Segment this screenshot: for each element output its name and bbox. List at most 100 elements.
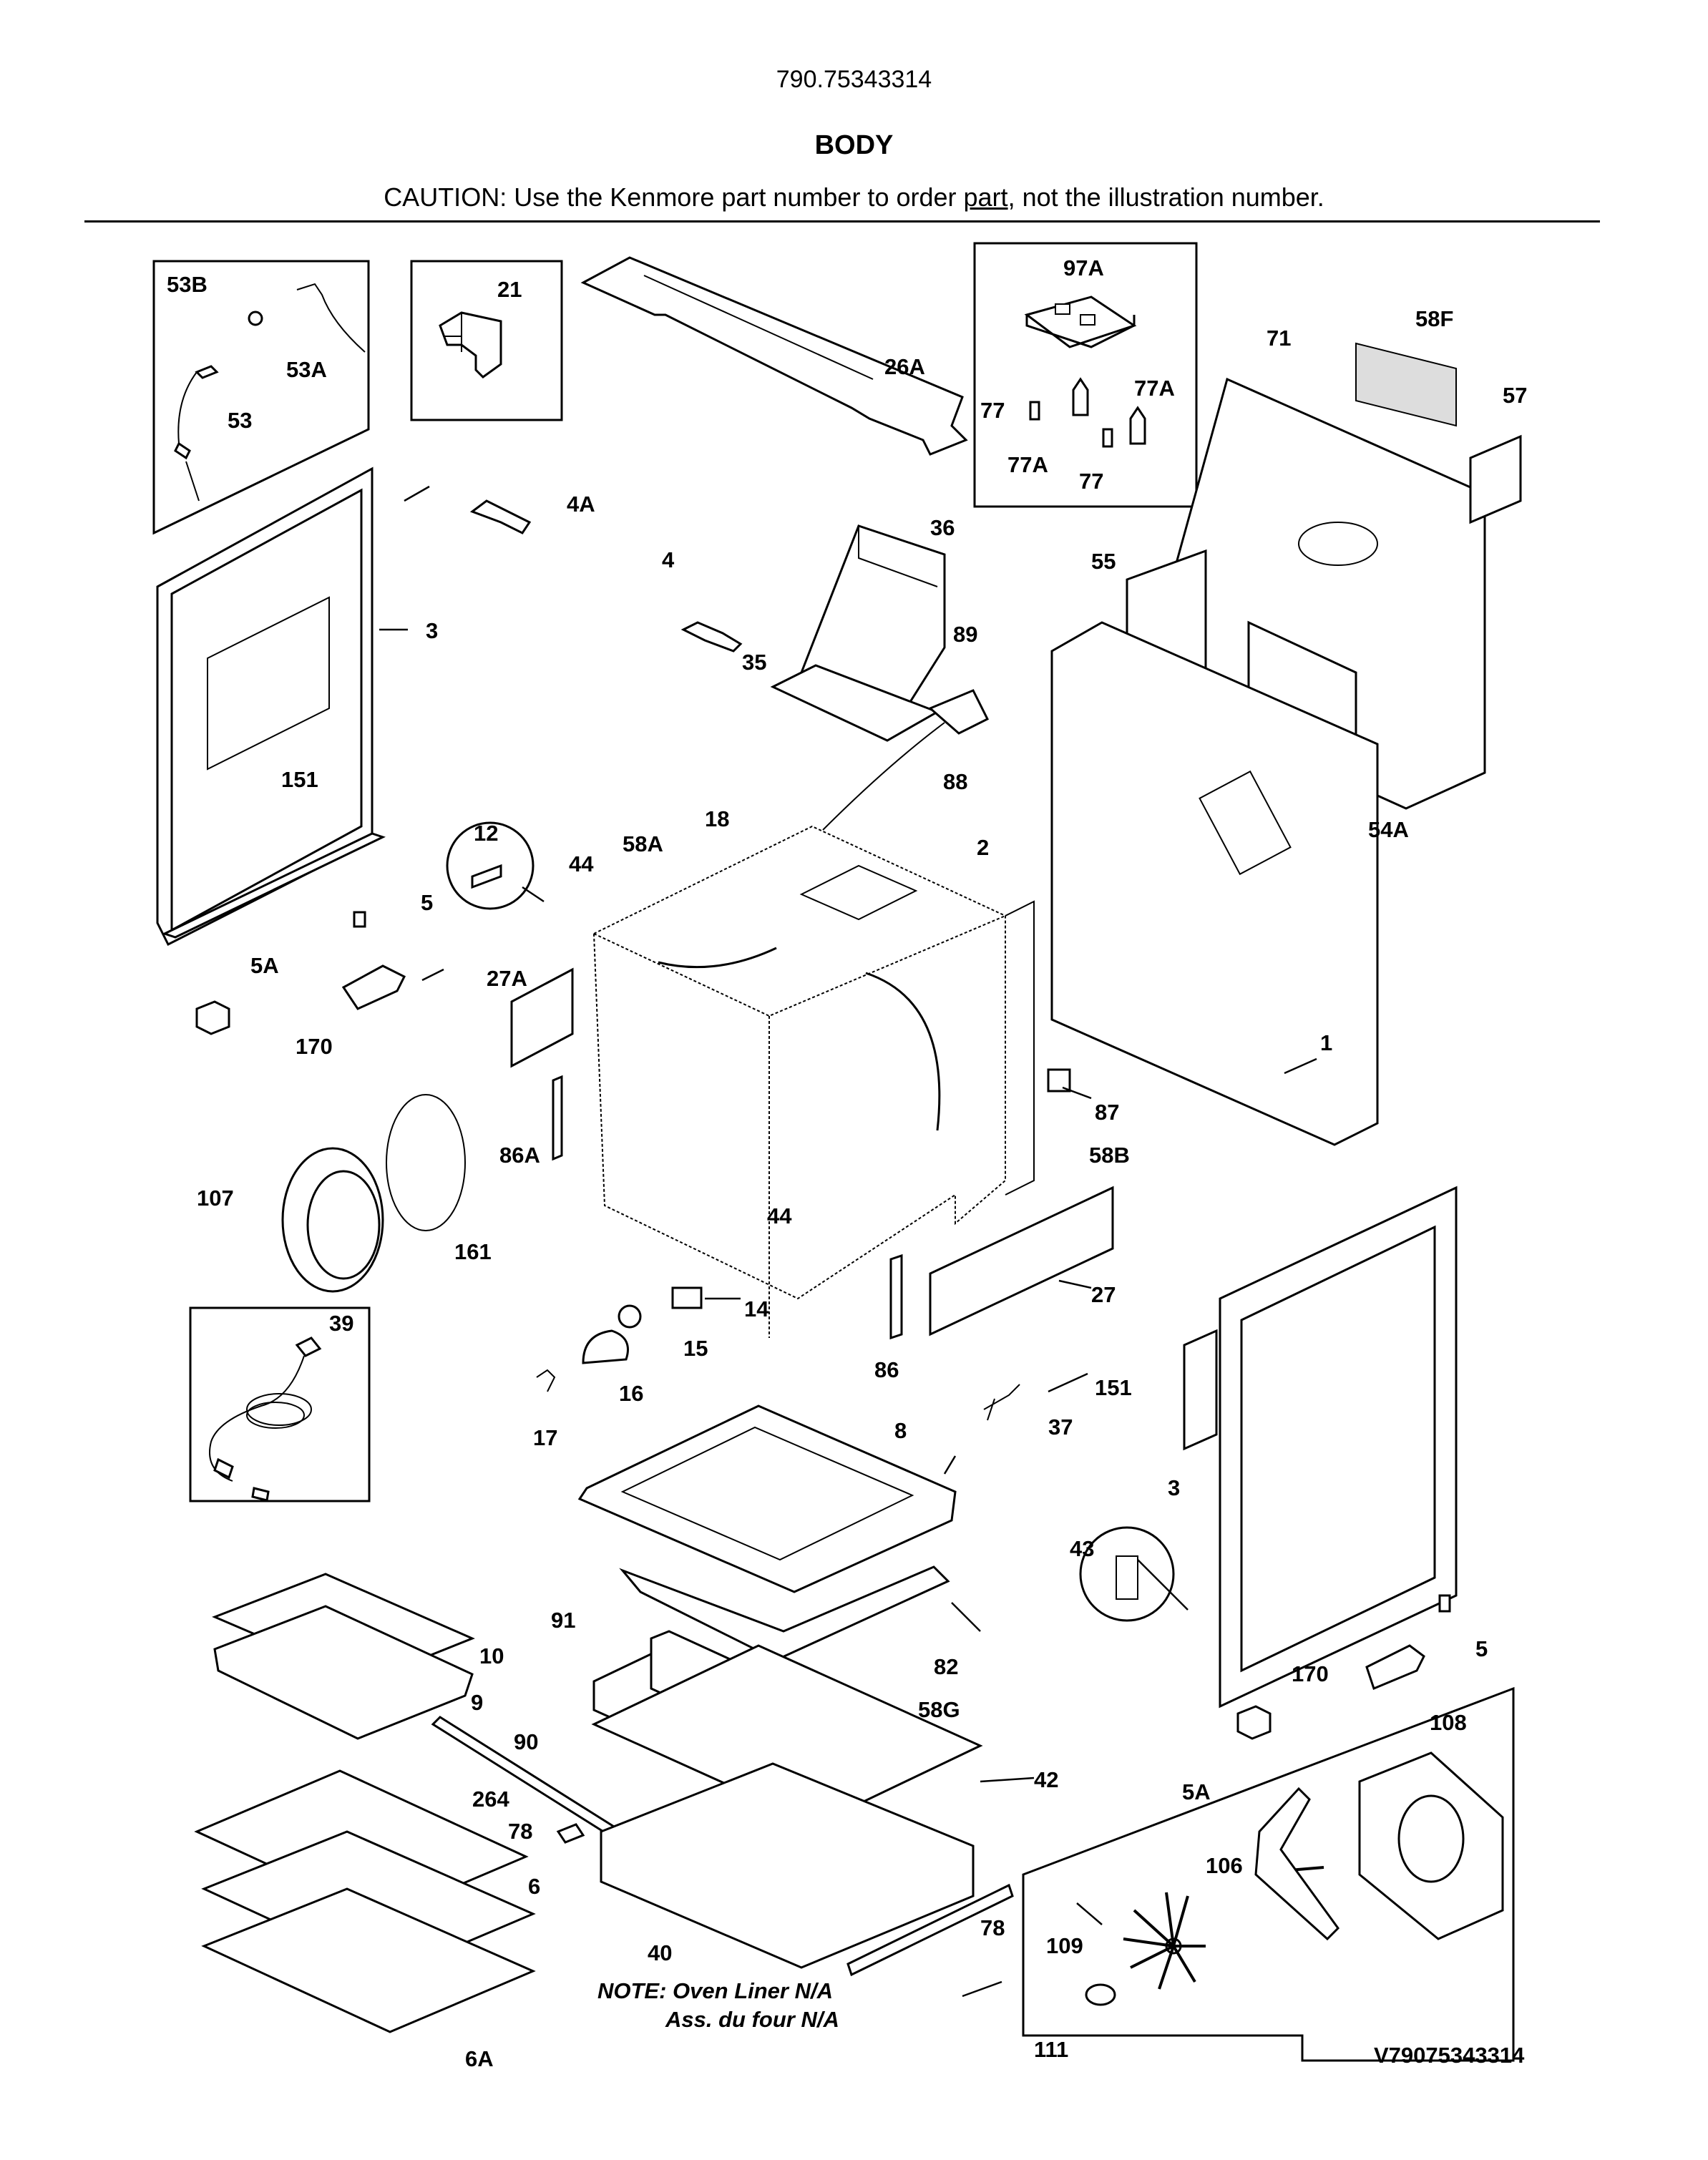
callout-label: 58G: [918, 1697, 960, 1722]
callout-label: 86: [874, 1357, 899, 1382]
part-26A-top-bracket: [580, 256, 968, 456]
part-6A-oven-rack: [201, 1887, 536, 2033]
callout-label: 97A: [1063, 255, 1104, 280]
part-3-left-door: [156, 466, 386, 947]
callout-label: 170: [1292, 1661, 1329, 1686]
part-5A-hinge-left: [195, 1000, 230, 1035]
callout-label: 43: [1070, 1536, 1094, 1561]
callout-label: 71: [1267, 326, 1291, 351]
callout-label: 87: [1095, 1100, 1119, 1125]
callout-label: 151: [1095, 1375, 1132, 1400]
callout-label: 5A: [1182, 1779, 1211, 1804]
callout-label: 109: [1046, 1933, 1083, 1958]
callout-label: 77A: [1134, 376, 1175, 401]
callout-label: 111: [1034, 2037, 1068, 2062]
part-43-screw: [1079, 1526, 1175, 1622]
callout-label: 5A: [250, 953, 279, 978]
part-4A-bracket: [469, 499, 532, 534]
part-78-slide-right: [846, 1883, 1014, 1977]
part-40-drawer: [600, 1762, 975, 1969]
part-12-light-socket: [446, 821, 535, 910]
header-divider: [84, 220, 1600, 223]
callout-label: 14: [744, 1296, 769, 1321]
part-37-sensor: [983, 1384, 1020, 1421]
part-161-element: [386, 1094, 466, 1231]
callout-label: 78: [508, 1819, 532, 1844]
part-170-hinge-receiver-right: [1365, 1644, 1425, 1691]
part-27A-side-rail: [510, 967, 574, 1068]
callout-label: 2: [977, 835, 989, 860]
callout-label: 9: [471, 1690, 483, 1715]
callout-label: 36: [930, 515, 955, 540]
callout-label: 89: [953, 622, 977, 647]
caution-prefix: CAUTION: Use the Kenmore part number to …: [384, 182, 964, 212]
callout-label: 27A: [487, 966, 527, 991]
callout-label: 91: [551, 1608, 575, 1633]
callout-label: 57: [1503, 383, 1527, 408]
inset-box-power-cord: [189, 1306, 371, 1502]
inset-box-thermostat-probe: [152, 260, 370, 535]
part-9-broiler-pan: [213, 1605, 474, 1740]
part-8-bottom-panel: [577, 1404, 957, 1593]
callout-label: 53B: [167, 272, 208, 297]
part-5-screw-left: [353, 911, 366, 928]
callout-label: 10: [479, 1643, 504, 1668]
inset-box-control-board: [973, 242, 1198, 508]
callout-label: 5: [421, 890, 433, 915]
callout-label: 77: [1079, 469, 1103, 494]
part-16-lens: [582, 1329, 629, 1364]
callout-label: 55: [1091, 549, 1116, 574]
part-107-fan-cover: [281, 1147, 384, 1293]
callout-label: 108: [1430, 1710, 1467, 1735]
callout-label: 4A: [567, 492, 595, 517]
callout-labels: 53B 53A 53 21 26A 97A 58F 71 57 77 77A 7…: [167, 255, 1527, 2071]
callout-label: 42: [1034, 1767, 1058, 1792]
callout-label: 107: [197, 1186, 234, 1211]
callout-label: 35: [742, 650, 766, 675]
callout-label: 8: [894, 1418, 907, 1443]
part-15-bulb: [618, 1304, 642, 1329]
part-27-side-rail-right: [929, 1186, 1114, 1336]
callout-label: 54A: [1368, 817, 1409, 842]
callout-label: 18: [705, 806, 729, 831]
part-17-clip: [536, 1369, 556, 1392]
callout-label: 44: [569, 851, 594, 876]
oven-cavity-liner: [592, 825, 1035, 1338]
inset-box-convection-fan: [1022, 1686, 1515, 2062]
inset-box-part-21: [410, 260, 563, 421]
part-87-connector: [1047, 1068, 1071, 1093]
callout-label: 4: [662, 547, 675, 572]
callout-label: 77: [980, 398, 1005, 423]
part-86-bracket: [889, 1254, 903, 1340]
callout-label: 88: [943, 769, 967, 794]
callout-label: 17: [533, 1425, 557, 1450]
note-line-1: NOTE: Oven Liner N/A: [597, 1978, 833, 2003]
callout-label: 39: [329, 1311, 353, 1336]
callout-label: 3: [426, 618, 438, 643]
callout-label: 170: [296, 1034, 333, 1059]
part-58F-insulation: [1355, 342, 1457, 427]
model-number: 790.75343314: [776, 66, 932, 93]
part-170-hinge-receiver-left: [341, 964, 406, 1010]
callout-label: 106: [1206, 1853, 1243, 1878]
callout-label: 15: [683, 1336, 708, 1361]
part-82-heat-shield: [619, 1565, 950, 1661]
callout-label: 86A: [499, 1143, 540, 1168]
callout-label: 58A: [623, 831, 663, 856]
caution-text: CAUTION: Use the Kenmore part number to …: [0, 182, 1708, 212]
part-5A-hinge-right: [1236, 1705, 1272, 1740]
part-1-back-frame: [1050, 621, 1379, 1146]
callout-label: 21: [497, 277, 522, 302]
callout-label: 12: [474, 821, 498, 846]
callout-label: 37: [1048, 1414, 1073, 1440]
callout-label: 90: [514, 1729, 538, 1754]
document-id: V79075343314: [1374, 2043, 1525, 2068]
callout-label: 16: [619, 1381, 643, 1406]
callout-label: 151: [281, 767, 318, 792]
callout-label: 53A: [286, 357, 327, 382]
callout-label: 44: [767, 1203, 792, 1228]
part-5-screw-right: [1438, 1594, 1451, 1613]
note-line-2: Ass. du four N/A: [665, 2007, 839, 2032]
callout-label: 1: [1320, 1030, 1332, 1055]
